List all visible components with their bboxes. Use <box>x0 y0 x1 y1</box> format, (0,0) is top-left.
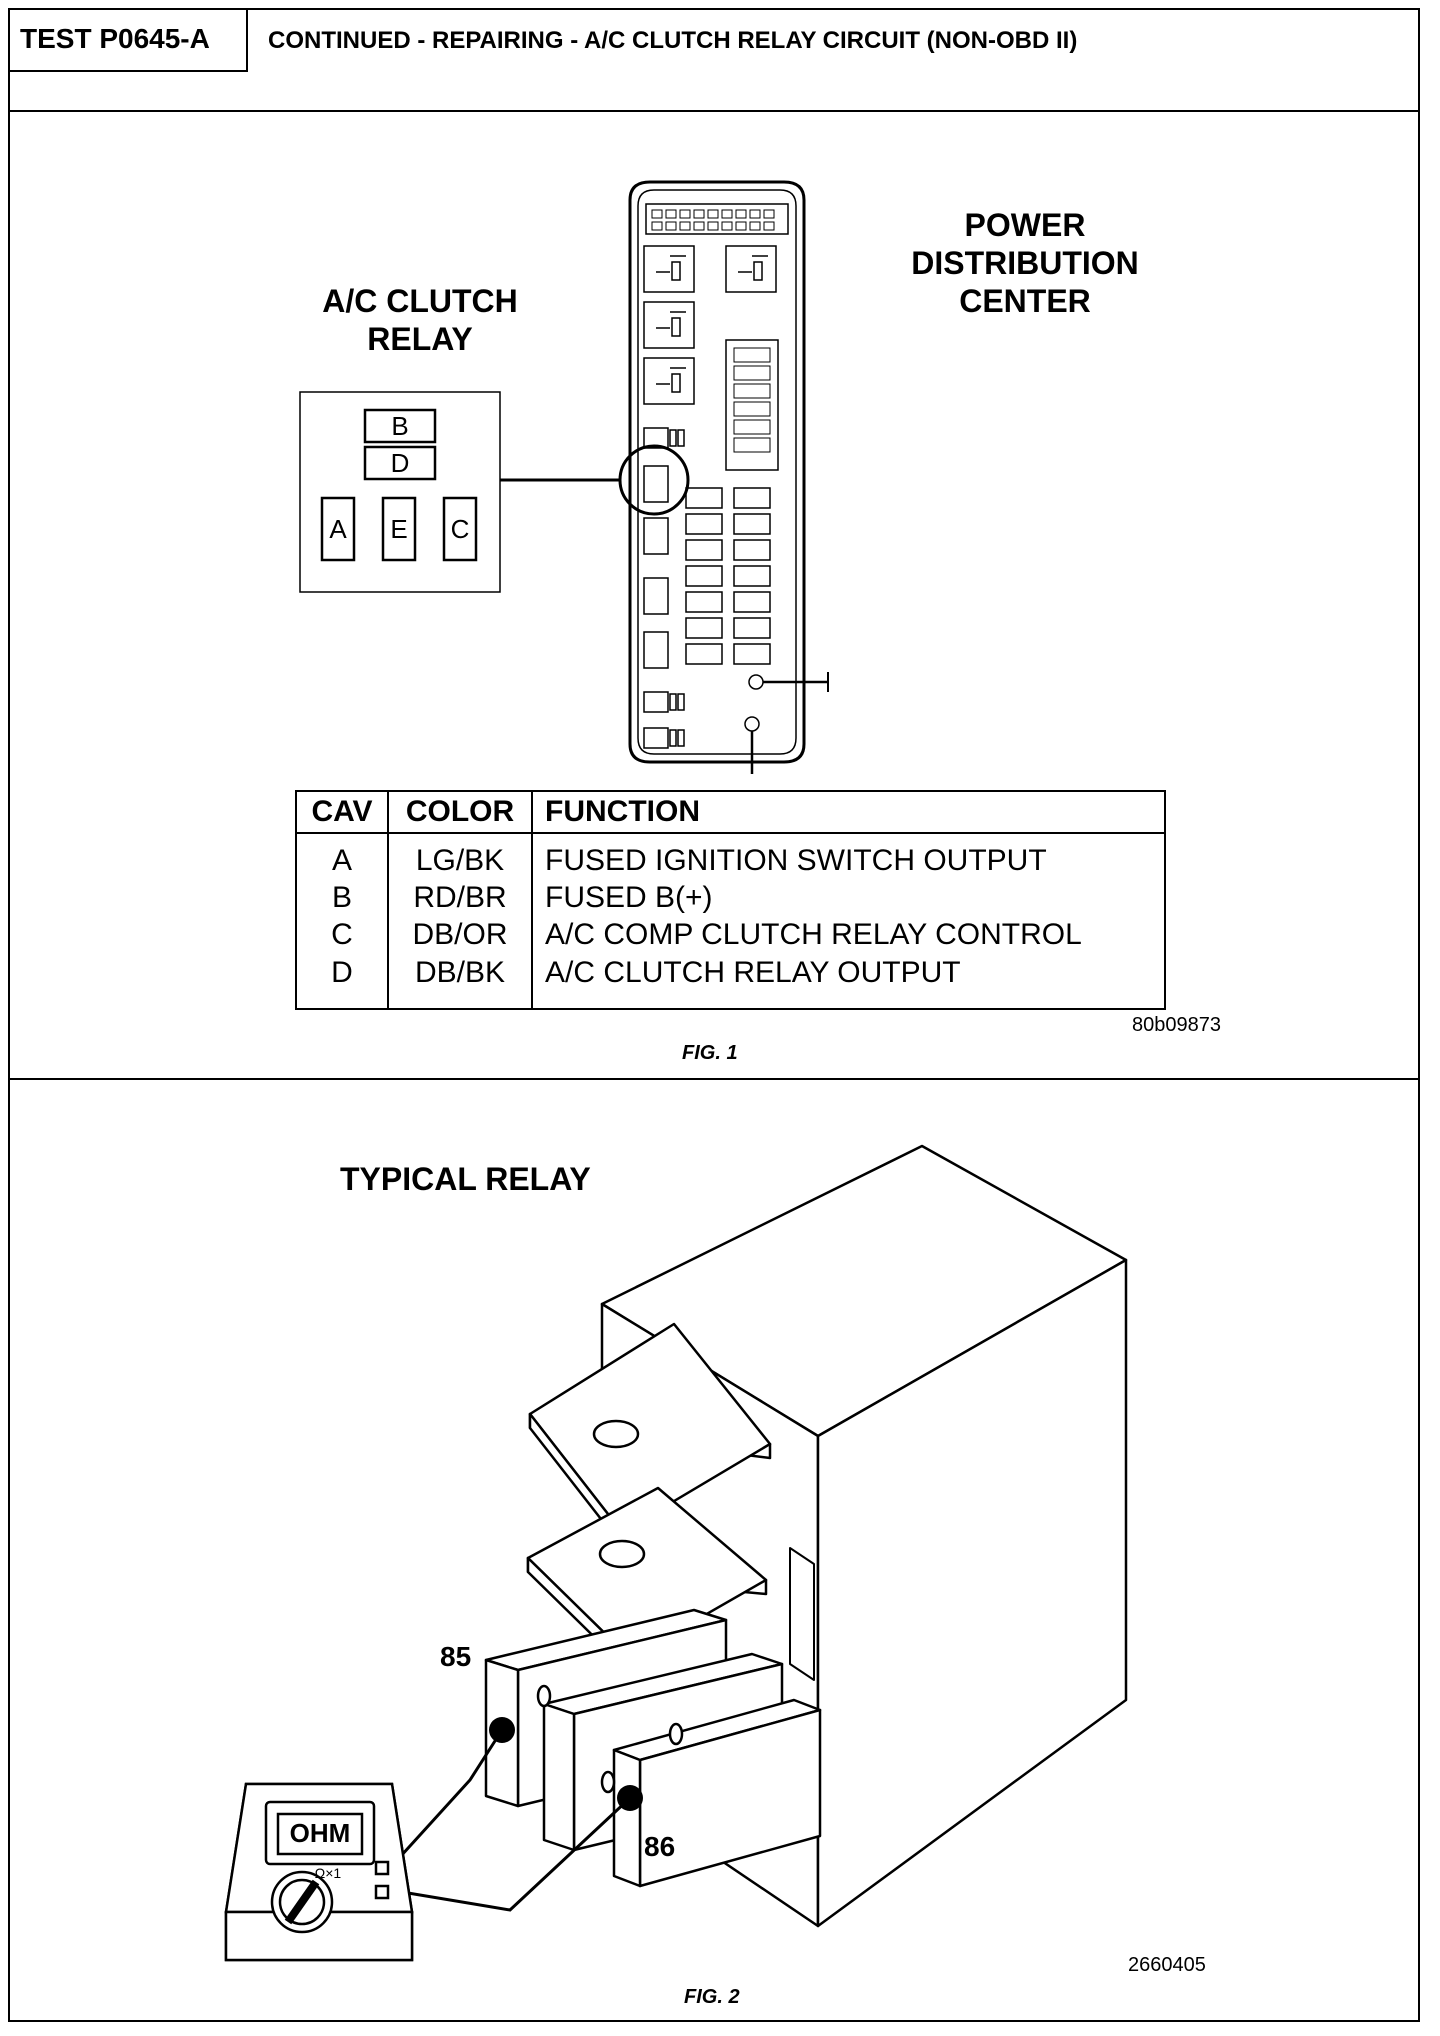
relay-title: A/C CLUTCH RELAY <box>270 282 570 358</box>
cavity-e-label: E <box>390 514 407 544</box>
figure-1-caption: FIG. 1 <box>682 1042 738 1064</box>
terminal-85-label: 85 <box>440 1641 471 1672</box>
relay-title-text: A/C CLUTCH RELAY <box>322 283 518 357</box>
cell-color: LG/BK <box>388 833 533 880</box>
cavity-c-label: C <box>451 514 470 544</box>
ohmmeter <box>224 1782 414 1962</box>
figure-1-drawing: B D A E C <box>299 180 829 774</box>
col-header-function: FUNCTION <box>532 791 1165 834</box>
figure-2-code: 2660405 <box>1128 1954 1206 1976</box>
relay-terminals <box>484 1322 822 1888</box>
cell-cav: D <box>296 954 389 1009</box>
figure-2-caption: FIG. 2 <box>684 1986 740 2008</box>
table-row: B RD/BR FUSED B(+) <box>296 879 1165 917</box>
cavity-d-label: D <box>391 448 410 478</box>
pinout-table: CAV COLOR FUNCTION A LG/BK FUSED IGNITIO… <box>295 790 1166 1010</box>
test-id: TEST P0645-A <box>10 10 248 72</box>
cell-function: A/C COMP CLUTCH RELAY CONTROL <box>545 918 1082 952</box>
cell-color: RD/BR <box>388 879 533 917</box>
cavity-b-label: B <box>391 411 408 441</box>
typical-relay-title: TYPICAL RELAY <box>340 1161 591 1197</box>
relay-connector-face: B D A E C <box>299 391 501 593</box>
meter-display: OHM <box>290 1818 351 1848</box>
terminal-86-label: 86 <box>644 1831 675 1862</box>
header: TEST P0645-A CONTINUED - REPAIRING - A/C… <box>10 10 1418 112</box>
cell-function: FUSED IGNITION SWITCH OUTPUT <box>545 843 1047 877</box>
cavity-a <box>320 496 356 562</box>
cavity-b <box>363 408 437 444</box>
relay-location-circle <box>618 444 690 516</box>
cell-color: DB/BK <box>388 954 533 1009</box>
cell-function: A/C CLUTCH RELAY OUTPUT <box>545 956 961 990</box>
cell-cav: A <box>296 833 389 880</box>
cell-cav: B <box>296 879 389 917</box>
figure-1-code: 80b09873 <box>1132 1014 1221 1036</box>
cavity-d <box>363 445 437 481</box>
cell-color: DB/OR <box>388 916 533 955</box>
lead-86 <box>389 1796 632 1912</box>
pdc-title-text: POWER DISTRIBUTION CENTER <box>911 207 1139 319</box>
table-row: C DB/OR A/C COMP CLUTCH RELAY CONTROL <box>296 916 1165 955</box>
lead-85 <box>388 1729 504 1870</box>
cavity-c <box>442 496 478 562</box>
cavity-a-label: A <box>329 514 347 544</box>
page-frame: TEST P0645-A CONTINUED - REPAIRING - A/C… <box>8 8 1420 2022</box>
power-distribution-center <box>628 180 829 774</box>
cavity-e <box>381 496 417 562</box>
figure-1: A/C CLUTCH RELAY POWER DISTRIBUTION CENT… <box>10 112 1418 1080</box>
cell-function: FUSED B(+) <box>545 881 713 915</box>
figure-2: TYPICAL RELAY <box>10 1080 1418 2020</box>
cell-cav: C <box>296 916 389 955</box>
header-title: CONTINUED - REPAIRING - A/C CLUTCH RELAY… <box>268 27 1078 54</box>
pdc-title: POWER DISTRIBUTION CENTER <box>890 206 1160 320</box>
typical-relay-drawing: 85 86 OHM Ω×1 <box>224 1144 1128 1962</box>
table-row: A LG/BK FUSED IGNITION SWITCH OUTPUT <box>296 833 1165 880</box>
table-row: D DB/BK A/C CLUTCH RELAY OUTPUT <box>296 954 1165 1009</box>
meter-scale: Ω×1 <box>315 1865 342 1881</box>
col-header-cav: CAV <box>296 791 389 834</box>
col-header-color: COLOR <box>388 791 533 834</box>
